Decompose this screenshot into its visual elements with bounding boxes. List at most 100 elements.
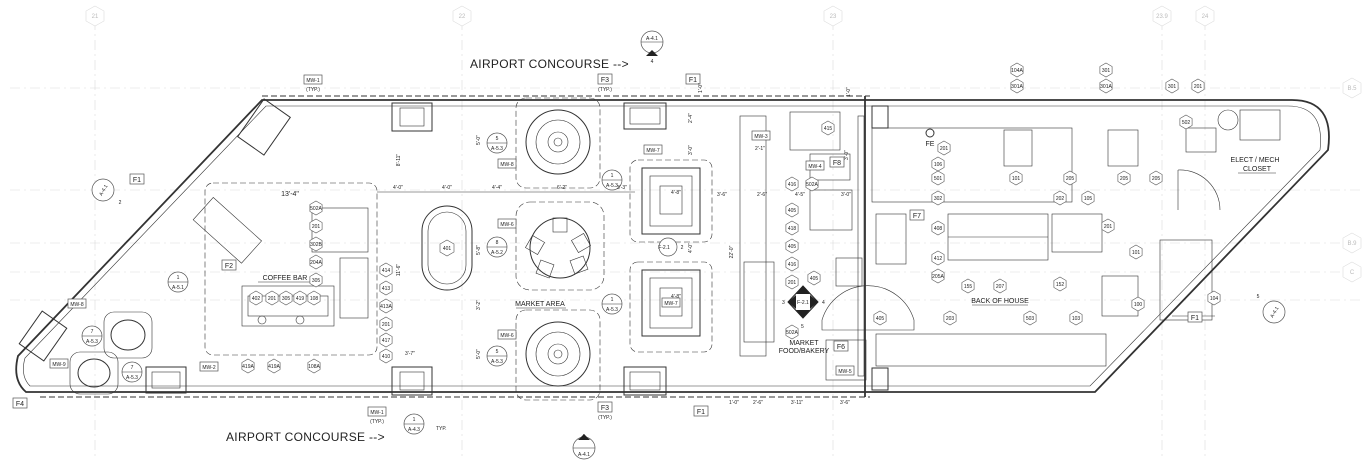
elev-marker-n4: 5	[801, 324, 804, 330]
equipment-tag-label: 419	[296, 296, 305, 302]
equipment-tag-hex	[1117, 170, 1131, 186]
elev-marker-n3: 4	[822, 300, 825, 306]
mw1-bottom-typ: (TYP.)	[370, 419, 384, 425]
dim-1-0-c: 1'-0"	[846, 87, 852, 97]
mw8-upper: MW-8	[500, 162, 513, 168]
equipment-tag-hex	[279, 290, 293, 306]
grid-label-b5: B.5	[1347, 86, 1357, 92]
det-a52-num: 8	[496, 240, 499, 246]
equipment-tag-label: 205	[1152, 176, 1161, 182]
dim-5-0-b: 5'-0"	[476, 349, 482, 359]
equipment-tag-hex	[265, 290, 279, 306]
mw7-upper: MW-7	[646, 148, 659, 154]
equipment-tag-hex	[379, 316, 393, 332]
mw1-top: MW-1	[306, 78, 319, 84]
det-a53-5-num: 7	[91, 329, 94, 335]
equipment-tag-label: 108A	[308, 364, 320, 370]
det-a53-1-num: 5	[496, 136, 499, 142]
equipment-tag-hex	[1053, 190, 1067, 206]
equipment-tag-label: 417	[382, 338, 391, 344]
equipment-tag-label: 413	[382, 286, 391, 292]
dim-4-8-b: 4'-8"	[671, 294, 681, 300]
det-a53-3-num: 1	[611, 297, 614, 303]
equipment-tag-label: 301A	[1100, 84, 1112, 90]
equipment-tag-hex	[937, 140, 951, 156]
mw9: MW-9	[52, 362, 65, 368]
market-area-label: MARKET AREA	[515, 301, 565, 308]
equipment-tag-label: 302	[934, 196, 943, 202]
equipment-tag-hex	[785, 238, 799, 254]
equipment-tag-label: 108	[310, 296, 319, 302]
dim-22-0: 22'-0"	[729, 245, 735, 258]
market-food-label-2: FOOD/BAKERY	[779, 348, 830, 355]
sec-a41-left-sheet: A-4.1	[98, 184, 109, 198]
grid-lines: 21 22 23 23.9 24 B.5 B.9 C	[10, 5, 1362, 460]
equipment-tag-label: 152	[1056, 282, 1065, 288]
dim-2-6-b: 2'-6"	[753, 400, 763, 406]
dim-3-0-a: 3'-0"	[844, 150, 850, 160]
cafe-tables	[69, 311, 153, 395]
equipment-tag-label: 205	[1120, 176, 1129, 182]
flag-f1-top: F1	[689, 77, 697, 84]
equipment-tag-hex	[931, 250, 945, 266]
equipment-tag-hex	[1099, 62, 1113, 78]
dim-2-6-a: 2'-6"	[757, 192, 767, 198]
dim-1-0-b: 1'-0"	[729, 400, 739, 406]
equipment-tag-hex	[1010, 78, 1024, 94]
coffee-bar-area: COFFEE BAR 13'-4"	[192, 182, 378, 356]
equipment-tag-label: 302B	[310, 242, 322, 248]
equipment-tag-label: 415	[824, 126, 833, 132]
dim-8-11: 8'-11"	[396, 154, 402, 167]
det-a53-4-num: 5	[496, 349, 499, 355]
equipment-tag-hex	[1179, 114, 1193, 130]
equipment-tag-hex	[1191, 78, 1205, 94]
elev-f21-small-num: 2	[681, 245, 684, 251]
equipment-tag-hex	[931, 156, 945, 172]
equipment-tag-hex	[1053, 276, 1067, 292]
equipment-tag-label: 410	[382, 354, 391, 360]
sec-a41-right-sheet: A-4.1	[1269, 306, 1280, 320]
equipment-tag-label: 201	[940, 146, 949, 152]
equipment-tag-hex	[785, 324, 799, 340]
dim-3-6-b: 3'-6"	[840, 400, 850, 406]
det-a53-5-sheet: A-5.3	[86, 339, 98, 345]
equipment-tag-hex	[1149, 170, 1163, 186]
det-a43-num: 1	[413, 417, 416, 423]
equipment-tag-hex	[1099, 78, 1113, 94]
dim-3-6: 3'-6"	[717, 192, 727, 198]
equipment-tag-label: 419A	[268, 364, 280, 370]
equipment-tag-hex	[249, 290, 263, 306]
equipment-tag-label: 203	[946, 316, 955, 322]
dim-4-8-a: 4'-8"	[671, 190, 681, 196]
equipment-tag-label: 205	[1066, 176, 1075, 182]
equipment-tag-label: 155	[964, 284, 973, 290]
equipment-tag-hex	[309, 272, 323, 288]
dim-4-0-a: 4'-0"	[393, 185, 403, 191]
det-a53-2-num: 1	[611, 173, 614, 179]
equipment-tag-hex	[1063, 170, 1077, 186]
equipment-tag-hex	[1101, 218, 1115, 234]
equipment-tag-hex	[1081, 190, 1095, 206]
equipment-tag-label: 301A	[1011, 84, 1023, 90]
equipment-tag-label: 502	[1182, 120, 1191, 126]
dim-3-2: 3'-2"	[476, 300, 482, 310]
equipment-tag-hex	[379, 262, 393, 278]
det-a53-6-sheet: A-5.3	[126, 375, 138, 381]
equipment-tag-hex	[785, 220, 799, 236]
dim-3-0-b: 3'-0"	[841, 192, 851, 198]
det-a43-typ: TYP.	[436, 426, 446, 432]
equipment-tag-hex	[943, 310, 957, 326]
equipment-tag-hex	[379, 332, 393, 348]
equipment-tag-label: 305	[312, 278, 321, 284]
grid-label-c: C	[1350, 270, 1355, 276]
mw-tags: MW-1 (TYP.) MW-1 (TYP.) MW-2 MW-3 MW-4 M…	[49, 74, 855, 425]
dimension-strings: 4'-0" 4'-0" 4'-4" 6'-2" 3'-3" 3'-6" 1'-0…	[377, 83, 852, 406]
sec-a41-top-num: 4	[651, 59, 654, 65]
mw3: MW-3	[754, 134, 767, 140]
equipment-tag-hex	[309, 236, 323, 252]
dim-3-11: 3'-11"	[791, 400, 804, 406]
sec-a41-left-num: 2	[119, 200, 122, 206]
equipment-tag-label: 101	[1012, 176, 1021, 182]
dim-3-0-c: 3'-0"	[688, 145, 694, 155]
